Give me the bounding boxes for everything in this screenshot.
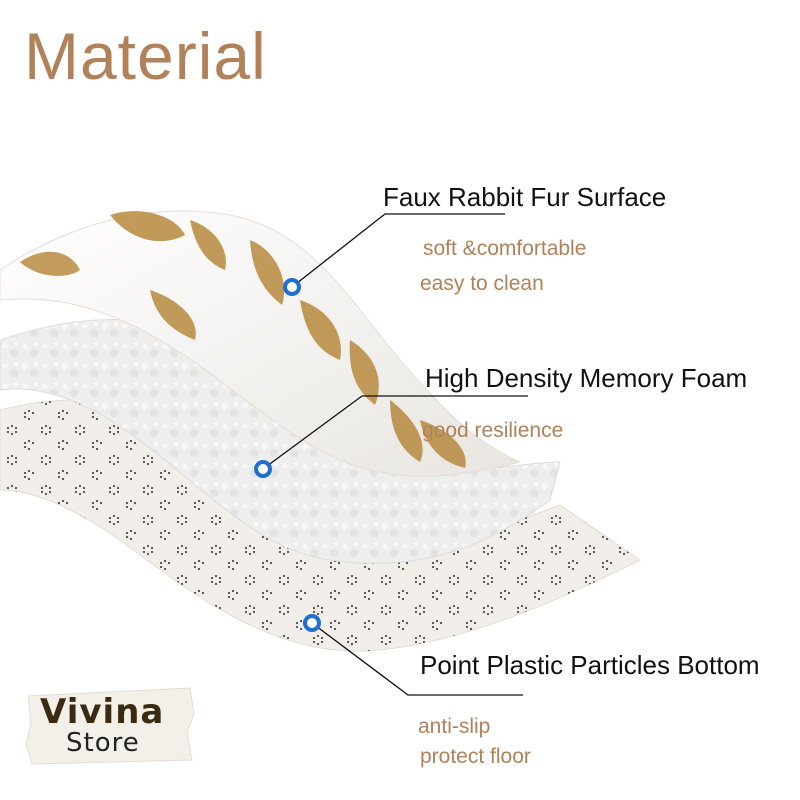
foam-layer-line-1: good resilience [422,419,564,442]
bottom-layer-line-1: anti-slip [418,715,491,738]
fur-layer-line-2: easy to clean [420,272,544,295]
brand-logo-name: Vivina [40,692,165,732]
fur-layer-label: Faux Rabbit Fur Surface [383,182,667,212]
fur-layer [0,210,522,477]
foam-layer-label: High Density Memory Foam [425,363,748,393]
marker-foam [254,460,272,478]
marker-bottom [303,614,321,632]
fur-layer-line-1: soft &comfortable [423,237,587,260]
page-title: Material [24,19,267,93]
marker-fur [283,278,301,296]
brand-logo-sub: Store [66,728,140,758]
bottom-layer-label: Point Plastic Particles Bottom [420,650,760,680]
bottom-layer-line-2: protect floor [420,745,531,768]
brand-logo-backdrop [25,687,195,765]
